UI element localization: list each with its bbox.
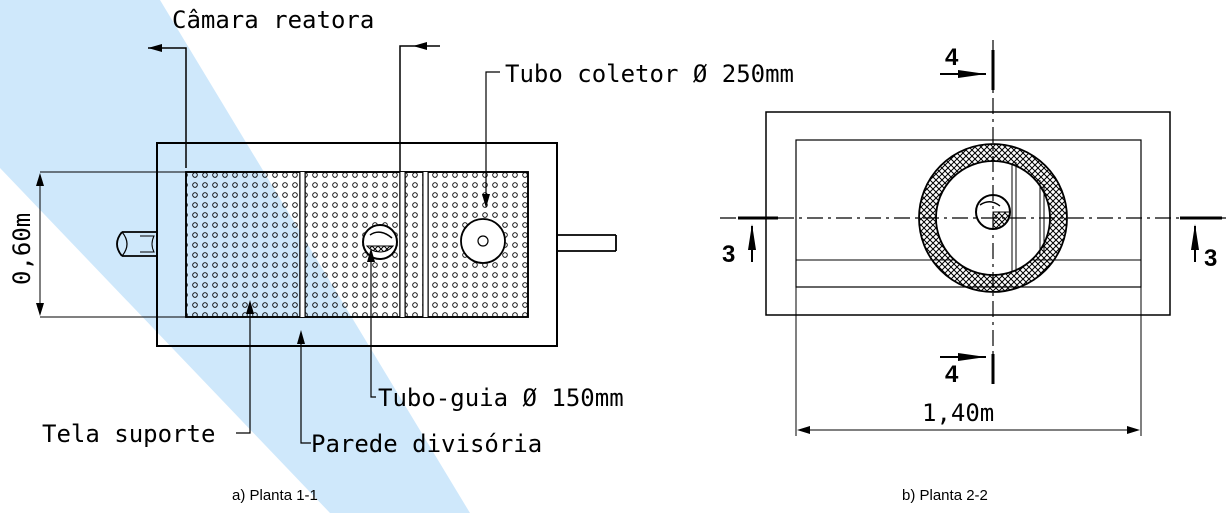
label-camara-reatora: Câmara reatora xyxy=(172,6,374,34)
section-label-top: 4 xyxy=(945,44,959,71)
outer-wall xyxy=(156,142,558,347)
plan-a xyxy=(36,42,617,444)
section-label-left: 3 xyxy=(722,241,735,268)
caption-plan-b: b) Planta 2-2 xyxy=(902,487,988,504)
inlet-pipe xyxy=(116,231,157,257)
outer-wall-b xyxy=(765,111,1171,316)
plan-b xyxy=(720,40,1226,436)
label-tubo-guia: Tubo-guia Ø 150mm xyxy=(378,384,624,412)
section-label-right: 3 xyxy=(1204,245,1217,272)
label-height-dim: 0,60m xyxy=(8,213,36,285)
guide-tube xyxy=(362,224,398,260)
label-tela-suporte: Tela suporte xyxy=(42,420,215,448)
outlet-pipe xyxy=(557,234,617,252)
label-tubo-coletor: Tubo coletor Ø 250mm xyxy=(505,60,794,88)
collector-tube xyxy=(460,218,506,264)
section-cut-right xyxy=(399,45,440,172)
label-parede-divisoria: Parede divisória xyxy=(311,430,542,458)
caption-plan-a: a) Planta 1-1 xyxy=(232,487,318,504)
section-label-bottom: 4 xyxy=(945,361,959,388)
label-width-dim: 1,40m xyxy=(922,399,994,427)
